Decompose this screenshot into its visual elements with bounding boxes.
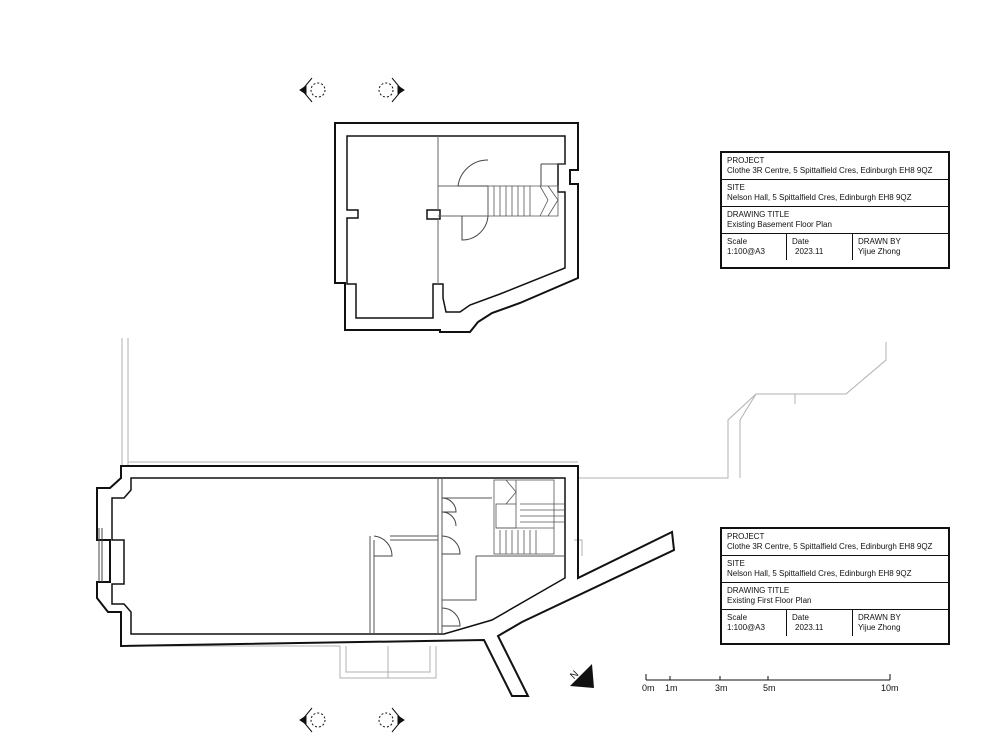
scale-label-5m: 5m — [763, 683, 776, 693]
section-marker-icon — [299, 77, 326, 103]
scale-cell: Scale 1:100@A3 — [722, 610, 786, 636]
first-floor-plan — [96, 465, 676, 697]
scale-value: 1:100@A3 — [727, 623, 765, 632]
date-value: 2023.11 — [795, 623, 824, 632]
date-value: 2023.11 — [795, 247, 824, 256]
project-label: PROJECT — [727, 156, 765, 165]
project-row: PROJECT Clothe 3R Centre, 5 Spittalfield… — [722, 529, 948, 556]
scale-label: Scale — [727, 237, 748, 246]
meta-row: Scale 1:100@A3 Date 2023.11 DRAWN BY Yij… — [722, 610, 948, 636]
site-row: SITE Nelson Hall, 5 Spittalfield Cres, E… — [722, 180, 948, 207]
date-label: Date — [792, 613, 809, 622]
date-cell: Date 2023.11 — [786, 610, 852, 636]
drawn-by-cell: DRAWN BY Yijue Zhong — [852, 610, 948, 636]
section-marker-icon — [378, 707, 405, 733]
project-value: Clothe 3R Centre, 5 Spittalfield Cres, E… — [727, 542, 933, 551]
drawing-title-row: DRAWING TITLE Existing First Floor Plan — [722, 583, 948, 610]
north-arrow-icon: N — [568, 664, 594, 688]
drawn-by-cell: DRAWN BY Yijue Zhong — [852, 234, 948, 260]
section-marker-icon — [299, 707, 326, 733]
scale-cell: Scale 1:100@A3 — [722, 234, 786, 260]
meta-row: Scale 1:100@A3 Date 2023.11 DRAWN BY Yij… — [722, 234, 948, 260]
site-value: Nelson Hall, 5 Spittalfield Cres, Edinbu… — [727, 193, 912, 202]
date-label: Date — [792, 237, 809, 246]
title-block-basement: PROJECT Clothe 3R Centre, 5 Spittalfield… — [720, 151, 950, 269]
drawing-title-row: DRAWING TITLE Existing Basement Floor Pl… — [722, 207, 948, 234]
drawing-title-label: DRAWING TITLE — [727, 210, 790, 219]
project-label: PROJECT — [727, 532, 765, 541]
scale-label-0m: 0m — [642, 683, 655, 693]
date-cell: Date 2023.11 — [786, 234, 852, 260]
drawing-title-value: Existing First Floor Plan — [727, 596, 812, 605]
drawing-title-value: Existing Basement Floor Plan — [727, 220, 832, 229]
drawing-title-label: DRAWING TITLE — [727, 586, 790, 595]
scale-bar — [645, 674, 891, 681]
drawn-by-value: Yijue Zhong — [858, 247, 901, 256]
drawn-by-label: DRAWN BY — [858, 613, 901, 622]
section-marker-icon — [378, 77, 405, 103]
site-row: SITE Nelson Hall, 5 Spittalfield Cres, E… — [722, 556, 948, 583]
scale-label: Scale — [727, 613, 748, 622]
project-value: Clothe 3R Centre, 5 Spittalfield Cres, E… — [727, 166, 933, 175]
project-row: PROJECT Clothe 3R Centre, 5 Spittalfield… — [722, 153, 948, 180]
drawn-by-value: Yijue Zhong — [858, 623, 901, 632]
title-block-first-floor: PROJECT Clothe 3R Centre, 5 Spittalfield… — [720, 527, 950, 645]
site-context-lines — [120, 338, 887, 679]
scale-label-10m: 10m — [881, 683, 899, 693]
site-label: SITE — [727, 183, 745, 192]
basement-floor-plan — [334, 122, 579, 333]
scale-label-1m: 1m — [665, 683, 678, 693]
scale-value: 1:100@A3 — [727, 247, 765, 256]
scale-label-3m: 3m — [715, 683, 728, 693]
site-label: SITE — [727, 559, 745, 568]
site-value: Nelson Hall, 5 Spittalfield Cres, Edinbu… — [727, 569, 912, 578]
drawn-by-label: DRAWN BY — [858, 237, 901, 246]
